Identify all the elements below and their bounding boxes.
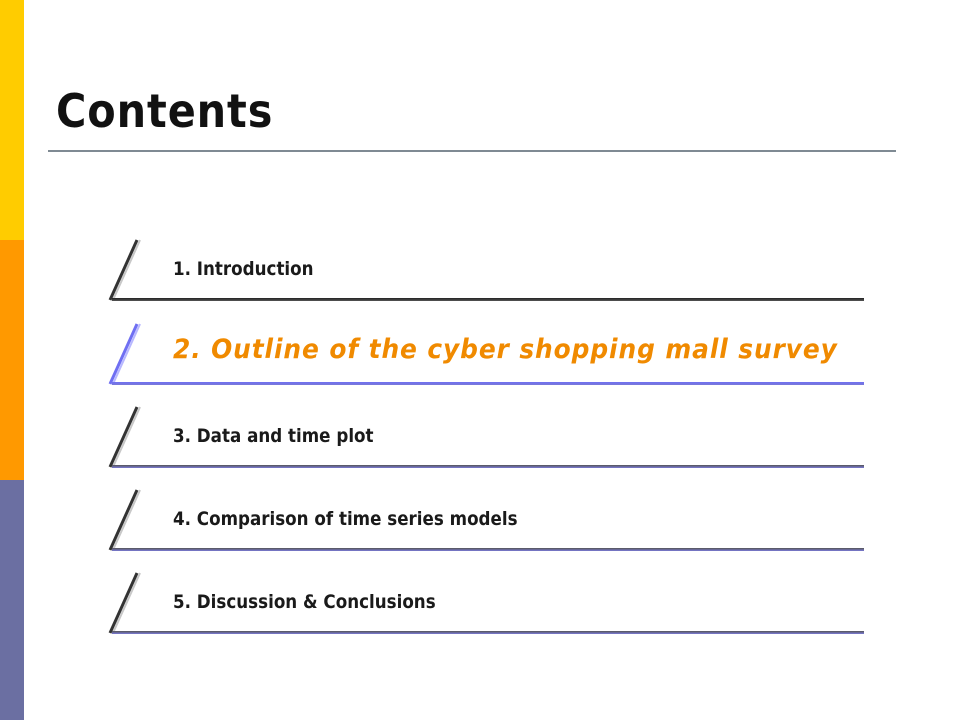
item-underline <box>112 548 864 551</box>
toc-item-5[interactable]: 5. Discussion & Conclusions <box>100 567 870 641</box>
toc-item-label: 3. Data and time plot <box>173 425 374 447</box>
toc-item-label: 1. Introduction <box>173 258 314 280</box>
toc-item-1[interactable]: 1. Introduction <box>100 234 870 308</box>
slash-accent-icon <box>108 239 141 301</box>
toc-item-label: 4. Comparison of time series models <box>173 508 518 530</box>
toc-item-3[interactable]: 3. Data and time plot <box>100 401 870 475</box>
page-title: Contents <box>56 84 274 138</box>
slash-accent-icon <box>108 489 141 551</box>
sidebar-yellow-segment <box>0 0 24 240</box>
toc-item-label: 5. Discussion & Conclusions <box>173 591 436 613</box>
item-underline <box>112 382 864 385</box>
toc-item-4[interactable]: 4. Comparison of time series models <box>100 484 870 558</box>
slash-accent-icon <box>108 572 141 634</box>
sidebar-slate-segment <box>0 480 24 720</box>
item-underline <box>112 298 864 301</box>
item-underline <box>112 631 864 634</box>
toc-item-label: 2. Outline of the cyber shopping mall su… <box>173 334 838 365</box>
sidebar-orange-segment <box>0 240 24 480</box>
toc-item-2[interactable]: 2. Outline of the cyber shopping mall su… <box>100 318 870 392</box>
item-underline <box>112 465 864 468</box>
slash-accent-icon <box>108 406 141 468</box>
slash-accent-icon <box>108 323 141 385</box>
title-divider <box>48 150 896 152</box>
